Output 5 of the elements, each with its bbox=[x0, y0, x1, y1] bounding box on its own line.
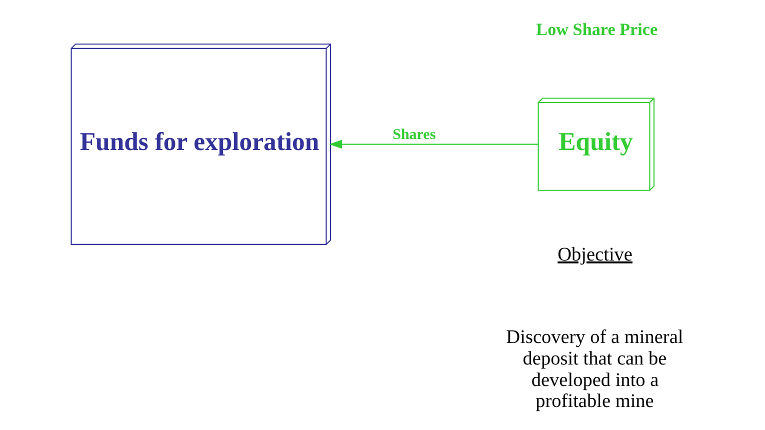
edge-label: Shares bbox=[392, 127, 436, 144]
label: Low Share Price bbox=[536, 20, 658, 39]
label: Discovery of a mineral deposit that can be developed into a profitable mine bbox=[506, 326, 683, 412]
label: Objective bbox=[557, 244, 632, 266]
arrow bbox=[328, 140, 538, 149]
